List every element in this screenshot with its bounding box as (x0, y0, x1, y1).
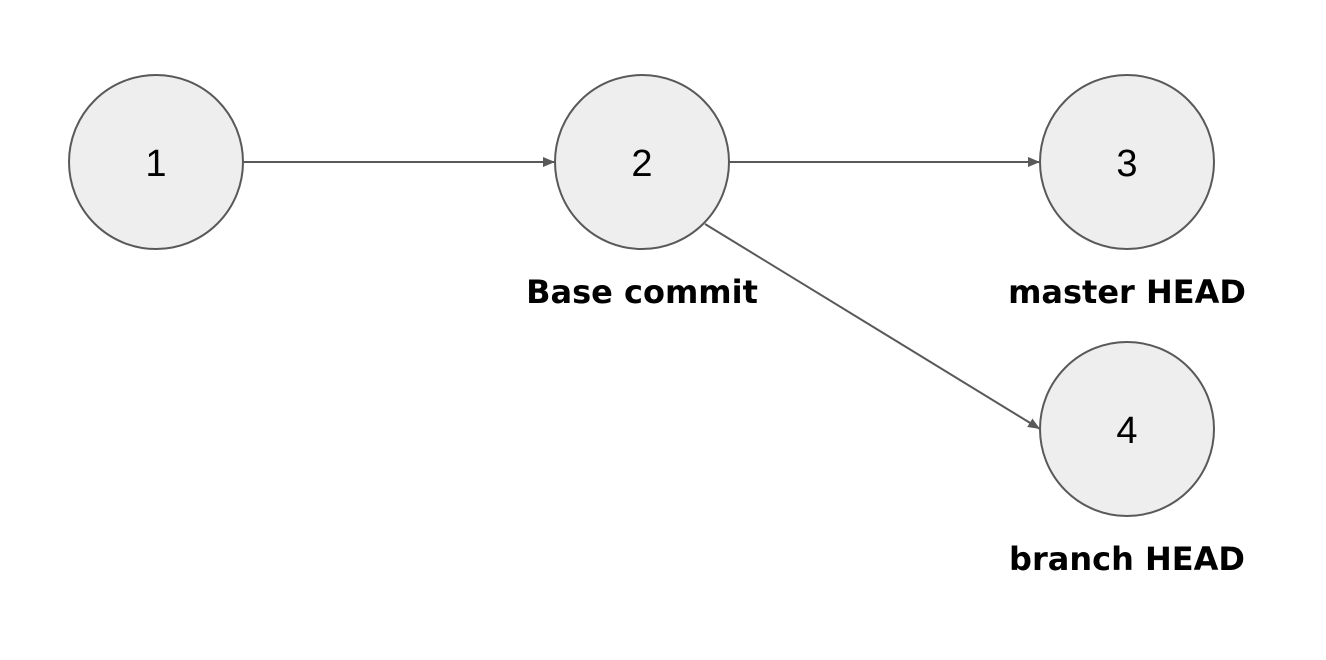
master-head-caption: master HEAD (1008, 273, 1246, 311)
base-commit-caption: Base commit (526, 273, 758, 311)
commit-node-label: 3 (1116, 143, 1137, 185)
branch-head-caption: branch HEAD (1009, 540, 1245, 578)
edge-2-to-4 (704, 223, 1041, 430)
commit-node-label: 2 (631, 143, 652, 185)
commit-node-3: 3 (1039, 74, 1215, 250)
commit-node-label: 1 (145, 143, 166, 185)
commit-node-4: 4 (1039, 341, 1215, 517)
commit-node-2: 2 (554, 74, 730, 250)
commit-node-label: 4 (1116, 410, 1137, 452)
commit-node-1: 1 (68, 74, 244, 250)
